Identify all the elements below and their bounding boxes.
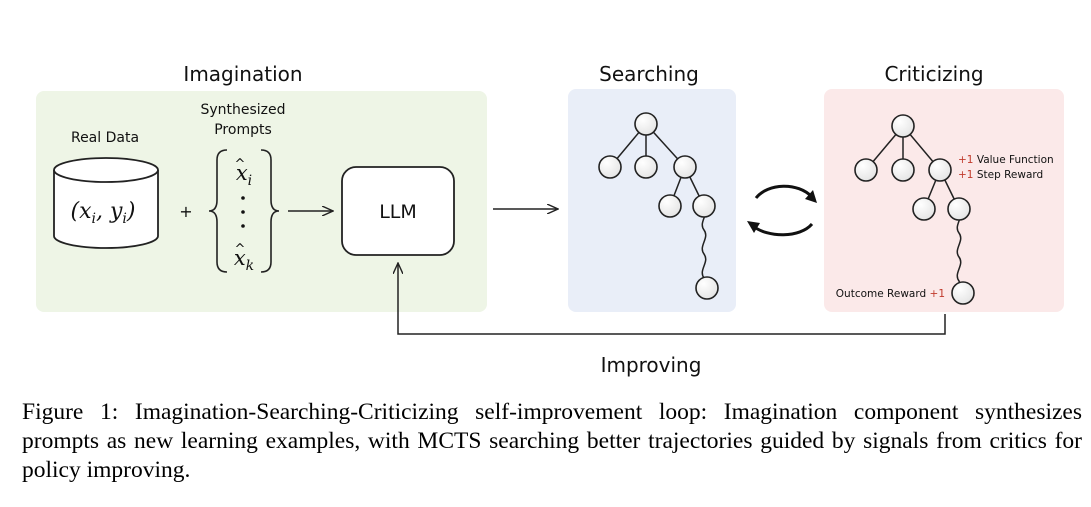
bottom-prompt-hat: ^: [235, 242, 246, 257]
tree-node: [912, 197, 936, 221]
value-function-annotation: +1 Value Function: [958, 154, 1054, 166]
search-tree-nodes: [598, 112, 719, 300]
database-icon: [53, 157, 159, 249]
tree-node: [692, 194, 716, 218]
tree-node: [673, 155, 697, 179]
step-reward-annotation: +1 Step Reward: [958, 169, 1043, 181]
searching-panel: [568, 89, 736, 312]
searching-title: Searching: [599, 62, 699, 86]
tree-node: [598, 155, 622, 179]
tree-node: [891, 158, 915, 182]
tree-node: [695, 276, 719, 300]
tree-node: [891, 114, 915, 138]
vertical-ellipsis: [241, 196, 245, 228]
figure-caption: Figure 1: Imagination-Searching-Criticiz…: [22, 399, 1082, 483]
tree-node: [634, 112, 658, 136]
tree-node: [634, 155, 658, 179]
improving-loop-line: [398, 263, 946, 335]
tree-node: [928, 158, 952, 182]
real-data-label: Real Data: [71, 130, 139, 146]
imagination-title: Imagination: [183, 62, 302, 86]
synthesized-label-line1: Synthesized: [200, 102, 285, 118]
plus-sign: +: [179, 202, 192, 221]
outcome-reward-annotation: Outcome Reward +1: [836, 288, 945, 300]
top-prompt-hat: ^: [235, 157, 246, 172]
criticizing-panel: [824, 89, 1064, 312]
critic-tree-nodes: [854, 114, 975, 305]
top-prompt: xi: [236, 161, 252, 189]
llm-label: LLM: [379, 201, 417, 223]
tree-node: [947, 197, 971, 221]
right-brace: [260, 149, 280, 273]
tree-node: [658, 194, 682, 218]
improving-label: Improving: [601, 353, 702, 377]
real-data-pair: (xi, yi): [70, 199, 135, 227]
imagination-panel: [36, 91, 487, 312]
left-brace: [208, 149, 228, 273]
tree-node: [854, 158, 878, 182]
tree-node: [951, 281, 975, 305]
exchange-arrows-icon: [752, 184, 814, 237]
exchange-arrowheads: [747, 190, 817, 233]
bottom-prompt: xk: [234, 246, 254, 274]
llm-box: [341, 166, 455, 256]
criticizing-title: Criticizing: [884, 62, 983, 86]
synthesized-label-line2: Prompts: [214, 122, 272, 138]
